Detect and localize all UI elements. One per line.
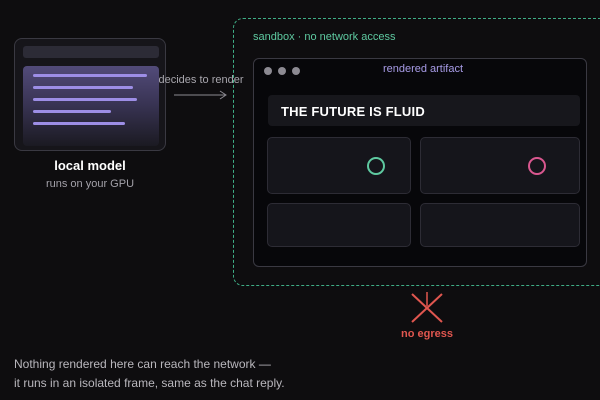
- arrow-label: decides to render: [158, 74, 244, 86]
- model-text-line: [33, 110, 111, 113]
- local-model-title: local model: [54, 158, 126, 173]
- artifact-window-title: rendered artifact: [382, 63, 464, 75]
- sandbox-boundary: [233, 18, 600, 286]
- model-text-line: [33, 74, 147, 77]
- circle-icon: [528, 157, 546, 175]
- model-window-titlebar: [23, 46, 159, 58]
- artifact-banner: THE FUTURE IS FLUID: [268, 95, 580, 126]
- artifact-tile: [420, 203, 580, 247]
- model-window-screen: [23, 66, 159, 146]
- footer-note: Nothing rendered here can reach the netw…: [14, 355, 285, 393]
- artifact-tile: [267, 203, 411, 247]
- model-text-line: [33, 86, 133, 89]
- artifact-banner-text: THE FUTURE IS FLUID: [281, 104, 425, 119]
- x-mark-icon: [411, 292, 443, 323]
- window-dot-icon: [264, 67, 272, 75]
- model-text-line: [33, 122, 125, 125]
- circle-icon: [367, 157, 385, 175]
- window-dot-icon: [278, 67, 286, 75]
- no-egress-label: no egress: [401, 328, 453, 340]
- sandbox-label: sandbox · no network access: [253, 31, 396, 43]
- artifact-tile: [420, 137, 580, 194]
- footer-line-2: it runs in an isolated frame, same as th…: [14, 376, 285, 390]
- model-text-line: [33, 98, 137, 101]
- arrow-right-icon: [174, 90, 227, 100]
- artifact-tile: [267, 137, 411, 194]
- local-model-card: [14, 38, 166, 151]
- window-dot-icon: [292, 67, 300, 75]
- footer-line-1: Nothing rendered here can reach the netw…: [14, 357, 271, 371]
- local-model-subtitle: runs on your GPU: [45, 178, 135, 190]
